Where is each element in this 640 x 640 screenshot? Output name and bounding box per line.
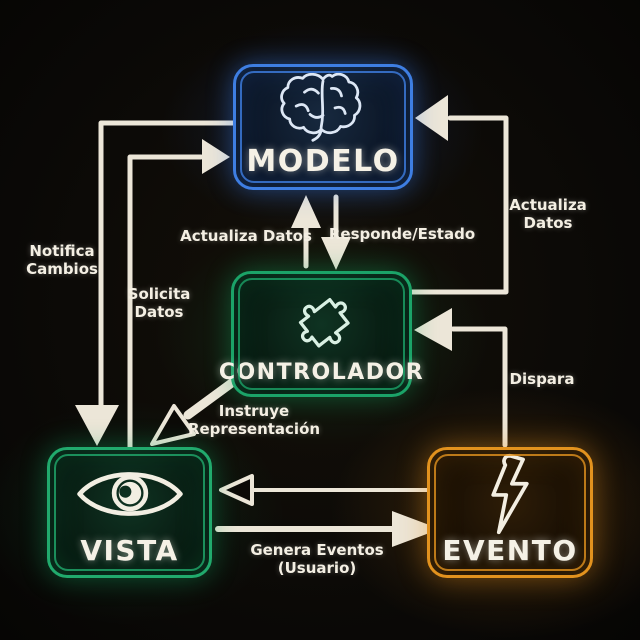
arrowhead-left-into-vista-right: [219, 474, 254, 506]
arrowhead-down-into-vista: [75, 405, 119, 446]
edge-label-actualiza-datos-right: Actualiza Datos: [509, 196, 587, 232]
node-controlador-label: CONTROLADOR: [218, 360, 425, 385]
edge-label-notifica-cambios: Notifica Cambios: [26, 242, 98, 278]
arrow-evento-to-controlador: [450, 326, 508, 448]
node-controlador: CONTROLADOR: [219, 271, 423, 397]
node-modelo: MODELO: [233, 64, 413, 190]
node-modelo-label: MODELO: [246, 144, 400, 179]
node-vista: VISTA: [47, 447, 212, 578]
edge-label-dispara: Dispara: [509, 370, 575, 388]
edge-label-instruye-representacion: Instruye Representación: [187, 402, 321, 438]
eye-icon: [50, 450, 209, 537]
edge-label-genera-eventos: Genera Eventos (Usuario): [250, 541, 384, 577]
node-evento: EVENTO: [427, 447, 593, 578]
arrowhead-up-into-modelo-bottom: [291, 195, 321, 228]
arrow-controlador-to-modelo-right: [409, 115, 509, 295]
arrowhead-left-into-modelo-right: [415, 95, 448, 141]
edge-label-solicita-datos: Solicita Datos: [127, 285, 191, 321]
brain-icon: [236, 67, 410, 147]
arrow-modelo-to-vista: [98, 120, 236, 408]
puzzle-icon: [234, 274, 409, 362]
lightning-icon: [430, 450, 590, 537]
edge-label-actualiza-datos-center: Actualiza Datos: [180, 227, 312, 245]
node-evento-label: EVENTO: [442, 534, 578, 567]
arrowhead-right-into-modelo-left: [202, 139, 230, 174]
arrowhead-left-into-controlador-right: [414, 308, 452, 351]
node-vista-label: VISTA: [80, 534, 179, 567]
edge-label-responde-estado: Responde/Estado: [328, 225, 476, 243]
